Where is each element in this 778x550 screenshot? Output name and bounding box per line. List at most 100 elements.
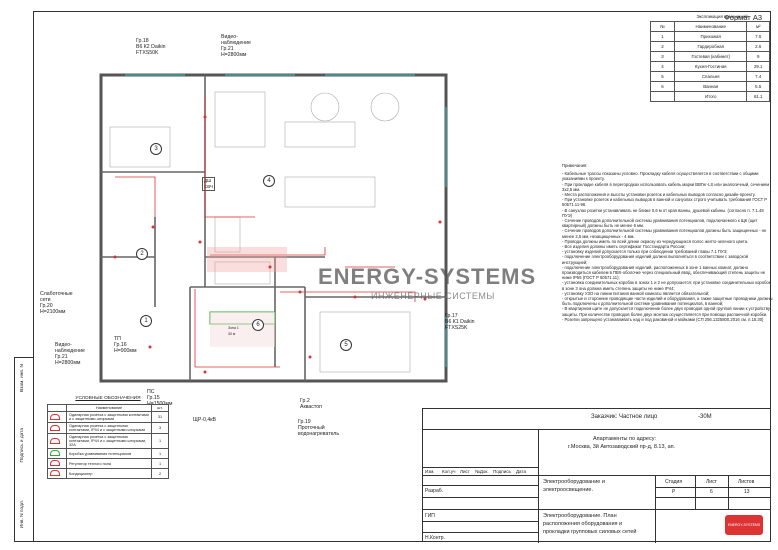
legend-symbol-icon <box>47 422 67 434</box>
stamp-sign: Подпись и дата <box>20 428 25 463</box>
note-item: - Розетки запрещено устанавливать над и … <box>562 316 764 322</box>
tb-col-header: Дата <box>516 469 526 474</box>
legend-name: Коробка уравнивания потенциалов <box>66 448 152 459</box>
explication-cell: 7.4 <box>746 71 770 82</box>
format-label: Формат А3 <box>724 13 762 22</box>
v1-l1: Видео- <box>221 34 238 40</box>
explication-cell: 9 <box>746 51 770 62</box>
explication-cell: 29.1 <box>746 61 770 72</box>
tb-stage-head: Стадия <box>665 479 683 485</box>
ac1-l2: В6 К2 Daikin <box>136 44 166 50</box>
note-item: - При установке розеток и кабельных выво… <box>562 197 768 208</box>
legend-name: Кондиционер <box>66 468 152 479</box>
notes-heading: Примечания: <box>562 163 588 168</box>
legend-row: Одинарная розетка с защитными контактами… <box>47 433 169 449</box>
explication-cell: Спальня <box>673 71 748 82</box>
legend-qty: 1 <box>151 433 169 449</box>
tb-section-1: Электрооборудование и <box>543 479 605 485</box>
explication-cell: 4 <box>650 61 675 72</box>
watermark-brand: ENERGY-SYSTEMS <box>318 264 537 289</box>
tb-sheets-head: Листов <box>738 479 755 485</box>
tb-stage-val: Р <box>672 489 676 495</box>
dsh-line1: ДШ <box>204 178 212 183</box>
tb-col-header: Подпись <box>493 469 511 474</box>
tb-address-1: Апартаменты по адресу: <box>593 436 657 442</box>
bath-tag-1: Зона 1 <box>228 326 239 330</box>
notes: Примечания: - Кабельные трассы показаны … <box>562 163 774 322</box>
note-item: - установку УЗО на линии питания ванной … <box>562 290 710 296</box>
legend-col-name: Наименование <box>66 404 152 412</box>
legend-row: Одинарная розетка с защитными контактами… <box>47 422 169 434</box>
tb-col-header: №Док. <box>475 469 489 474</box>
legend-qty: 1 <box>151 458 169 469</box>
v1-l4: Н=2800мм <box>221 52 247 58</box>
heater-l3: водонагреватель <box>298 431 340 437</box>
legend-title: УСЛОВНЫЕ ОБОЗНАЧЕНИЯ <box>75 396 141 401</box>
legend-symbol-icon <box>47 458 67 469</box>
tb-col-header: Изм. <box>425 469 435 474</box>
room-6: 6 <box>252 319 264 331</box>
tb-role-gip: ГИП <box>425 513 435 519</box>
explication-cell: 6 <box>650 81 675 92</box>
explication-cell: 5 <box>650 71 675 82</box>
tb-col-header: Лист <box>460 469 470 474</box>
tb-sheet-title-1: Электрооборудование. План <box>543 513 617 519</box>
room-2: 2 <box>136 248 148 260</box>
left-stamp: Инв. N подл. Подпись и дата Взам. инв. N <box>14 357 33 542</box>
note-item: - установку изделий допускается только п… <box>562 249 728 255</box>
explication-cell: Гардеробная <box>673 41 748 52</box>
tb-code: -30М <box>698 414 712 420</box>
room-5: 5 <box>340 339 352 351</box>
tb-role-dev: Разраб. <box>425 488 444 494</box>
tb-sheet-head: Лист <box>706 479 717 485</box>
explication-cell <box>650 91 675 102</box>
note-item: - Сечение проводов дополнительной систем… <box>562 218 758 229</box>
explication-cell: 3 <box>650 51 675 62</box>
legend-name: Одинарная розетка с защитными контактами… <box>66 422 152 434</box>
tp-l2: Гр.16 <box>114 342 127 348</box>
box-l3: Гр.20 <box>40 303 53 309</box>
note-item: - открытые и сторонние проводящие части … <box>562 296 773 307</box>
v2-l4: Н=2800мм <box>55 360 81 366</box>
aqua-l1: Гр.2 <box>300 398 310 404</box>
legend-col-qty: шт. <box>151 404 169 412</box>
explication-cell: Прихожая <box>673 31 748 42</box>
v1-l2: наблюдение <box>221 40 251 46</box>
tb-address-2: г.Москва, 3й Автозаводский пр-д, 8.13, а… <box>568 444 676 450</box>
legend-symbol-icon <box>47 411 67 423</box>
note-item: - В санузлах розетки устанавливать не бл… <box>562 207 764 218</box>
col-area: м² <box>746 21 770 32</box>
legend-symbol-icon <box>47 468 67 479</box>
box-l2: сети <box>40 297 51 303</box>
room-1: 1 <box>140 315 152 327</box>
ac1-l1: Гр.18 <box>136 38 149 44</box>
col-name: Наименование <box>673 21 748 32</box>
explication-cell: Итого <box>673 91 748 102</box>
room-3: 3 <box>150 143 162 155</box>
tb-customer: Заказчик: Частное лицо <box>591 414 658 420</box>
tp-l3: Н=900мм <box>114 348 137 354</box>
watermark-sub: ИНЖЕНЕРНЫЕ СИСТЕМЫ <box>371 291 495 301</box>
legend-name: Одинарная розетка с защитными контактами… <box>66 433 152 449</box>
ac2-l3: FTXS25K <box>445 325 468 331</box>
stamp-inv: Инв. N подл. <box>20 500 25 529</box>
v1-l3: Гр.21 <box>221 46 234 52</box>
legend-qty: 2 <box>151 468 169 479</box>
legend-symbol-icon <box>47 433 67 449</box>
aqua-l2: Аквастоп <box>300 404 322 410</box>
tb-role-control: Н.Контр. <box>425 535 445 541</box>
explication-cell: 2.6 <box>746 41 770 52</box>
col-no: № <box>650 21 675 32</box>
tb-sheet-title-3: прокладки групповых силовых сетей <box>543 529 637 535</box>
plan-svg <box>99 73 448 383</box>
